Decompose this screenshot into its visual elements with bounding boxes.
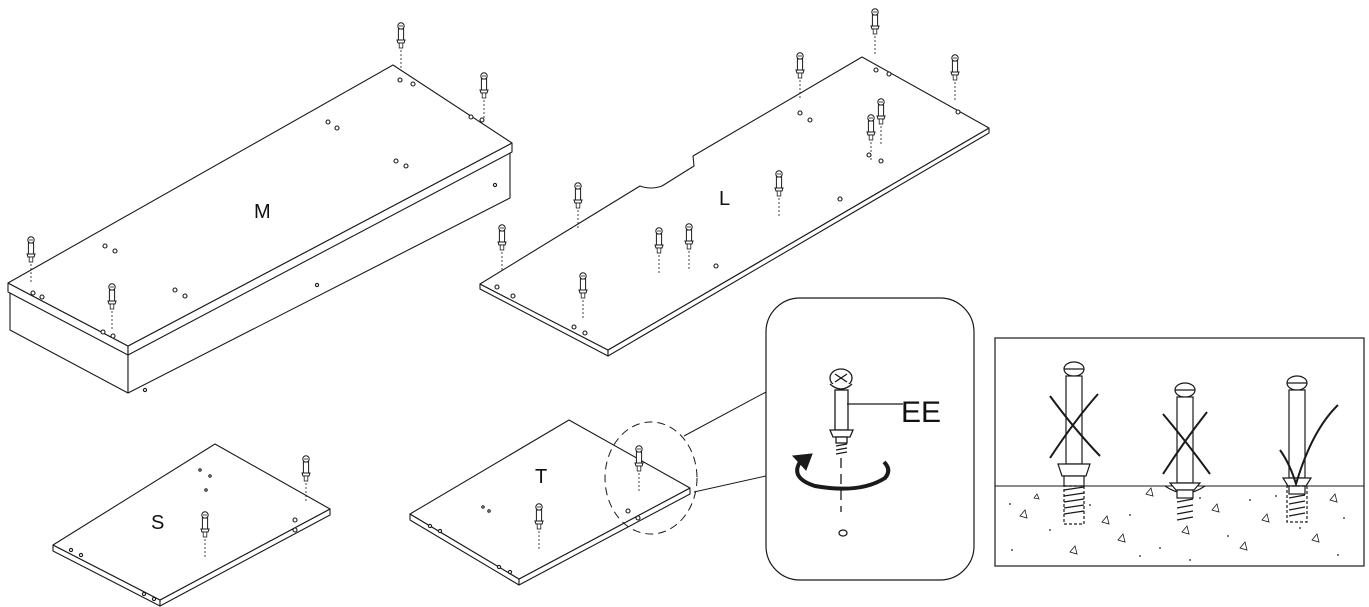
floor-texture xyxy=(1019,487,1338,555)
bolt-correct xyxy=(1281,375,1313,523)
install-check-box xyxy=(994,337,1365,567)
cam-bolt-icon xyxy=(479,72,489,121)
floor-dots xyxy=(1009,495,1345,561)
panel-s xyxy=(52,443,331,607)
check-mark-icon xyxy=(1279,404,1339,488)
panel-l-label: L xyxy=(719,188,731,210)
zoom-callout xyxy=(604,391,767,535)
panel-l xyxy=(479,56,990,357)
panel-s-label: S xyxy=(151,512,165,534)
x-mark-icon xyxy=(1162,411,1211,475)
detail-box xyxy=(765,297,975,581)
part-ee-label: EE xyxy=(901,396,942,429)
rotate-arrow-icon xyxy=(791,453,891,491)
cam-bolt-icon xyxy=(396,22,406,71)
bolt-too-high xyxy=(1057,361,1091,525)
x-mark-icon xyxy=(1049,393,1101,459)
cam-bolt-icon xyxy=(870,8,880,57)
panel-m-label: M xyxy=(254,201,271,223)
panel-t-label: T xyxy=(535,466,548,488)
panel-t xyxy=(409,419,691,586)
cam-bolt-detail xyxy=(829,368,903,537)
cam-bolt-icon xyxy=(950,54,960,103)
panel-m xyxy=(7,64,513,394)
cam-bolt-icon xyxy=(497,224,507,273)
